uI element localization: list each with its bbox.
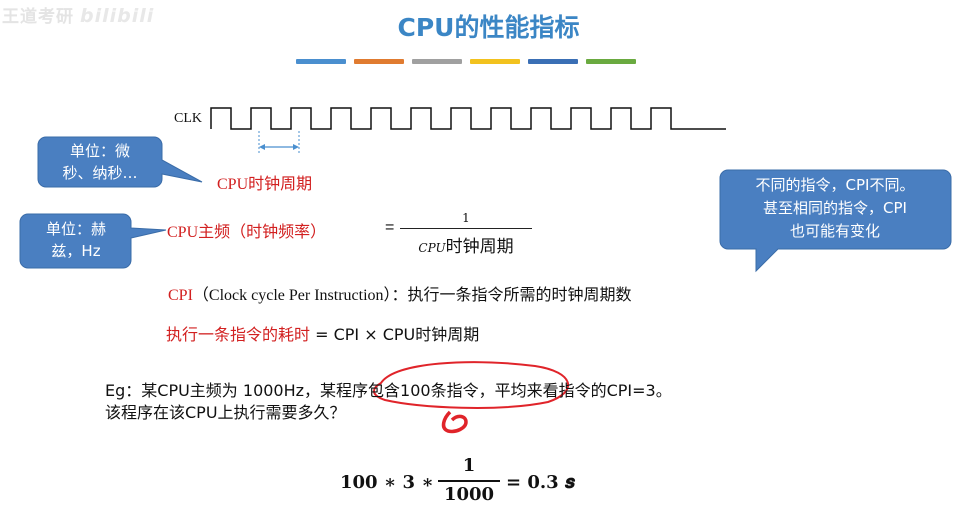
solution-lhs: 100 ∗ 3 ∗ xyxy=(340,472,434,493)
cpi-abbr: CPI xyxy=(168,287,193,304)
solution-numerator: 1 xyxy=(462,455,476,476)
slide-title: CPU的性能指标 xyxy=(397,13,580,42)
handwritten-circle-annotation xyxy=(373,361,569,409)
color-bar-segment xyxy=(296,59,346,64)
clk-label: CLK xyxy=(174,111,202,126)
instruction-time-formula: = CPI × CPU时钟周期 xyxy=(310,325,480,344)
unit-freq-callout-text: 单位：赫兹，Hz xyxy=(45,220,106,260)
unit-freq-callout xyxy=(19,213,167,269)
color-bar-segment xyxy=(412,59,462,64)
fraction-bar xyxy=(400,228,532,229)
example-question: Eg：某CPU主频为 1000Hz，某程序包含100条指令，平均来看指令的CPI… xyxy=(105,380,672,424)
watermark-text: 王道考研 xyxy=(2,7,74,27)
color-bar-segment xyxy=(528,59,578,64)
cpi-full-name: （Clock cycle Per Instruction） xyxy=(192,287,392,304)
color-bar-segment xyxy=(586,59,636,64)
frequency-denominator-suffix: 时钟周期 xyxy=(445,237,514,257)
frequency-numerator: 1 xyxy=(462,211,470,225)
cpi-definition-text: ：执行一条指令所需的时钟周期数 xyxy=(391,285,632,304)
handwritten-mark-annotation xyxy=(441,410,468,434)
instruction-time-label: 执行一条指令的耗时 xyxy=(166,325,311,344)
unit-time-callout-text: 单位：微秒、纳秒… xyxy=(62,142,138,182)
solution-rhs: = 0.3 𝒔 xyxy=(506,472,575,493)
cpu-frequency-label: CPU主频（时钟频率） xyxy=(167,218,326,242)
watermark-logo: 王道考研 bilibili xyxy=(2,2,154,27)
bilibili-logo: bilibili xyxy=(80,5,155,27)
cpu-clock-period-label: CPU时钟周期 xyxy=(217,176,313,193)
frequency-denominator: CPU时钟周期 xyxy=(400,232,532,257)
frequency-fraction: 1 CPU时钟周期 xyxy=(400,211,532,257)
example-line-1: Eg：某CPU主频为 1000Hz，某程序包含100条指令，平均来看指令的CPI… xyxy=(105,381,672,400)
cpi-definition: CPI（Clock cycle Per Instruction）：执行一条指令所… xyxy=(168,281,632,305)
color-bar-segment xyxy=(470,59,520,64)
frequency-denominator-prefix: CPU xyxy=(418,241,446,255)
solution-fraction: 1 1000 xyxy=(438,455,500,505)
cpi-note-callout xyxy=(719,169,952,273)
example-line-2: 该程序在该CPU上执行需要多久？ xyxy=(105,403,346,422)
instruction-time: 执行一条指令的耗时 = CPI × CPU时钟周期 xyxy=(166,321,479,345)
color-bar-segment xyxy=(354,59,404,64)
solution-fraction-bar xyxy=(438,480,500,482)
solution-denominator: 1000 xyxy=(443,484,495,505)
cpu-frequency-label-text: CPU主频（时钟频率） xyxy=(167,224,327,241)
unit-time-callout xyxy=(37,136,203,188)
equals-sign: = xyxy=(385,219,395,236)
